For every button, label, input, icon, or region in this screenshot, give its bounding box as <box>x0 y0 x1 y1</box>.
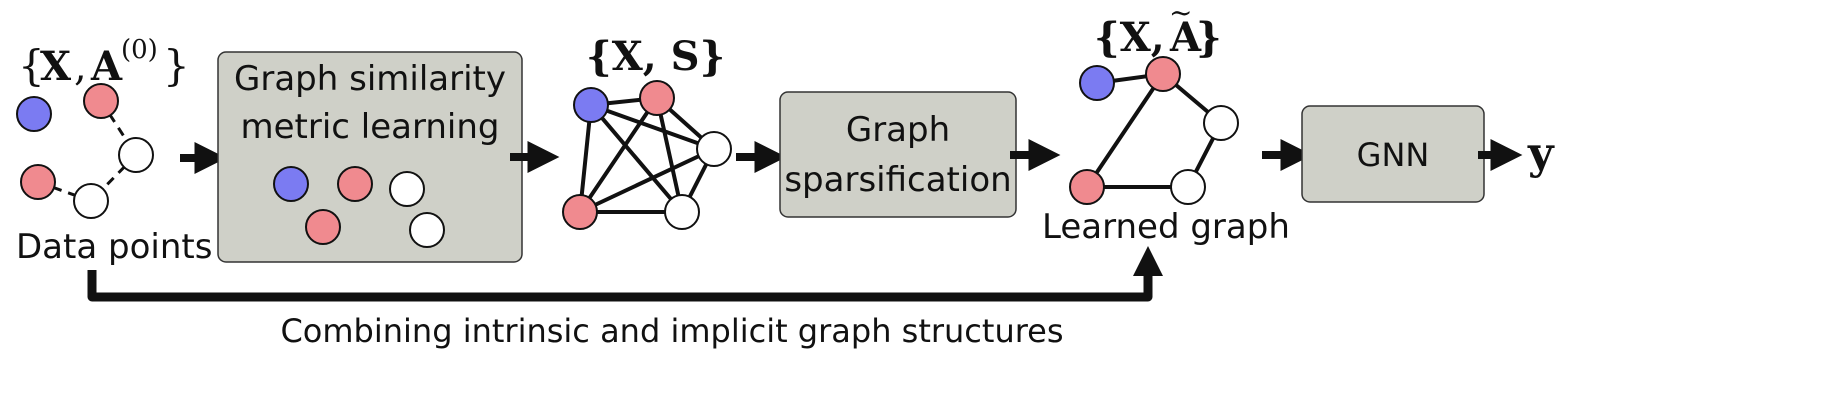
node-white <box>1203 105 1239 141</box>
feedback-arrowhead <box>1133 246 1163 276</box>
node-white <box>118 137 154 173</box>
node-red <box>1145 56 1181 92</box>
node-red <box>337 166 373 202</box>
node-blue <box>1079 65 1115 101</box>
svg-text:}: } <box>1196 14 1222 61</box>
node-red <box>639 80 675 116</box>
node-red <box>20 164 56 200</box>
node-white <box>664 194 700 230</box>
node-white <box>1170 169 1206 205</box>
node-red <box>1069 169 1105 205</box>
box-metric-line1: Graph similarity <box>234 59 506 99</box>
box-sparse-line2: sparsification <box>784 160 1011 200</box>
stage1-caption: Data points <box>16 227 212 267</box>
node-red <box>83 83 119 119</box>
node-red <box>562 194 598 230</box>
stage1-set-label: { X , A (0) } <box>18 35 190 90</box>
feedback-connector <box>87 270 1153 302</box>
node-blue <box>16 96 52 132</box>
stage1-graph <box>16 83 154 219</box>
svg-text:A: A <box>90 43 123 90</box>
output-label: y <box>1527 128 1555 179</box>
box-metric-line2: metric learning <box>240 107 499 147</box>
box-sparse-line1: Graph <box>846 110 950 150</box>
svg-text:(0): (0) <box>121 35 158 65</box>
box-gnn-label: GNN <box>1357 136 1430 174</box>
feedback-caption: Combining intrinsic and implicit graph s… <box>280 312 1063 350</box>
node-red <box>305 209 341 245</box>
svg-text:~: ~ <box>1169 0 1192 29</box>
box-metric-nodes <box>273 166 445 248</box>
svg-text:{: { <box>18 41 45 90</box>
node-white <box>696 131 732 167</box>
svg-text:X: X <box>40 43 71 90</box>
node-blue <box>273 166 309 202</box>
svg-text:{X,: {X, <box>1094 14 1165 61</box>
node-blue <box>573 87 609 123</box>
svg-text:}: } <box>163 41 190 90</box>
stage2-set-label: {X, S} <box>586 33 725 80</box>
node-white <box>73 183 109 219</box>
node-white <box>389 171 425 207</box>
svg-text:,: , <box>74 44 87 90</box>
stage3-graph <box>1069 56 1239 205</box>
stage3-caption: Learned graph <box>1042 207 1290 247</box>
node-white <box>409 212 445 248</box>
svg-text:A: A <box>1169 14 1202 61</box>
stage2-graph <box>562 80 732 230</box>
stage3-set-label: {X, A ~ } <box>1094 0 1222 61</box>
